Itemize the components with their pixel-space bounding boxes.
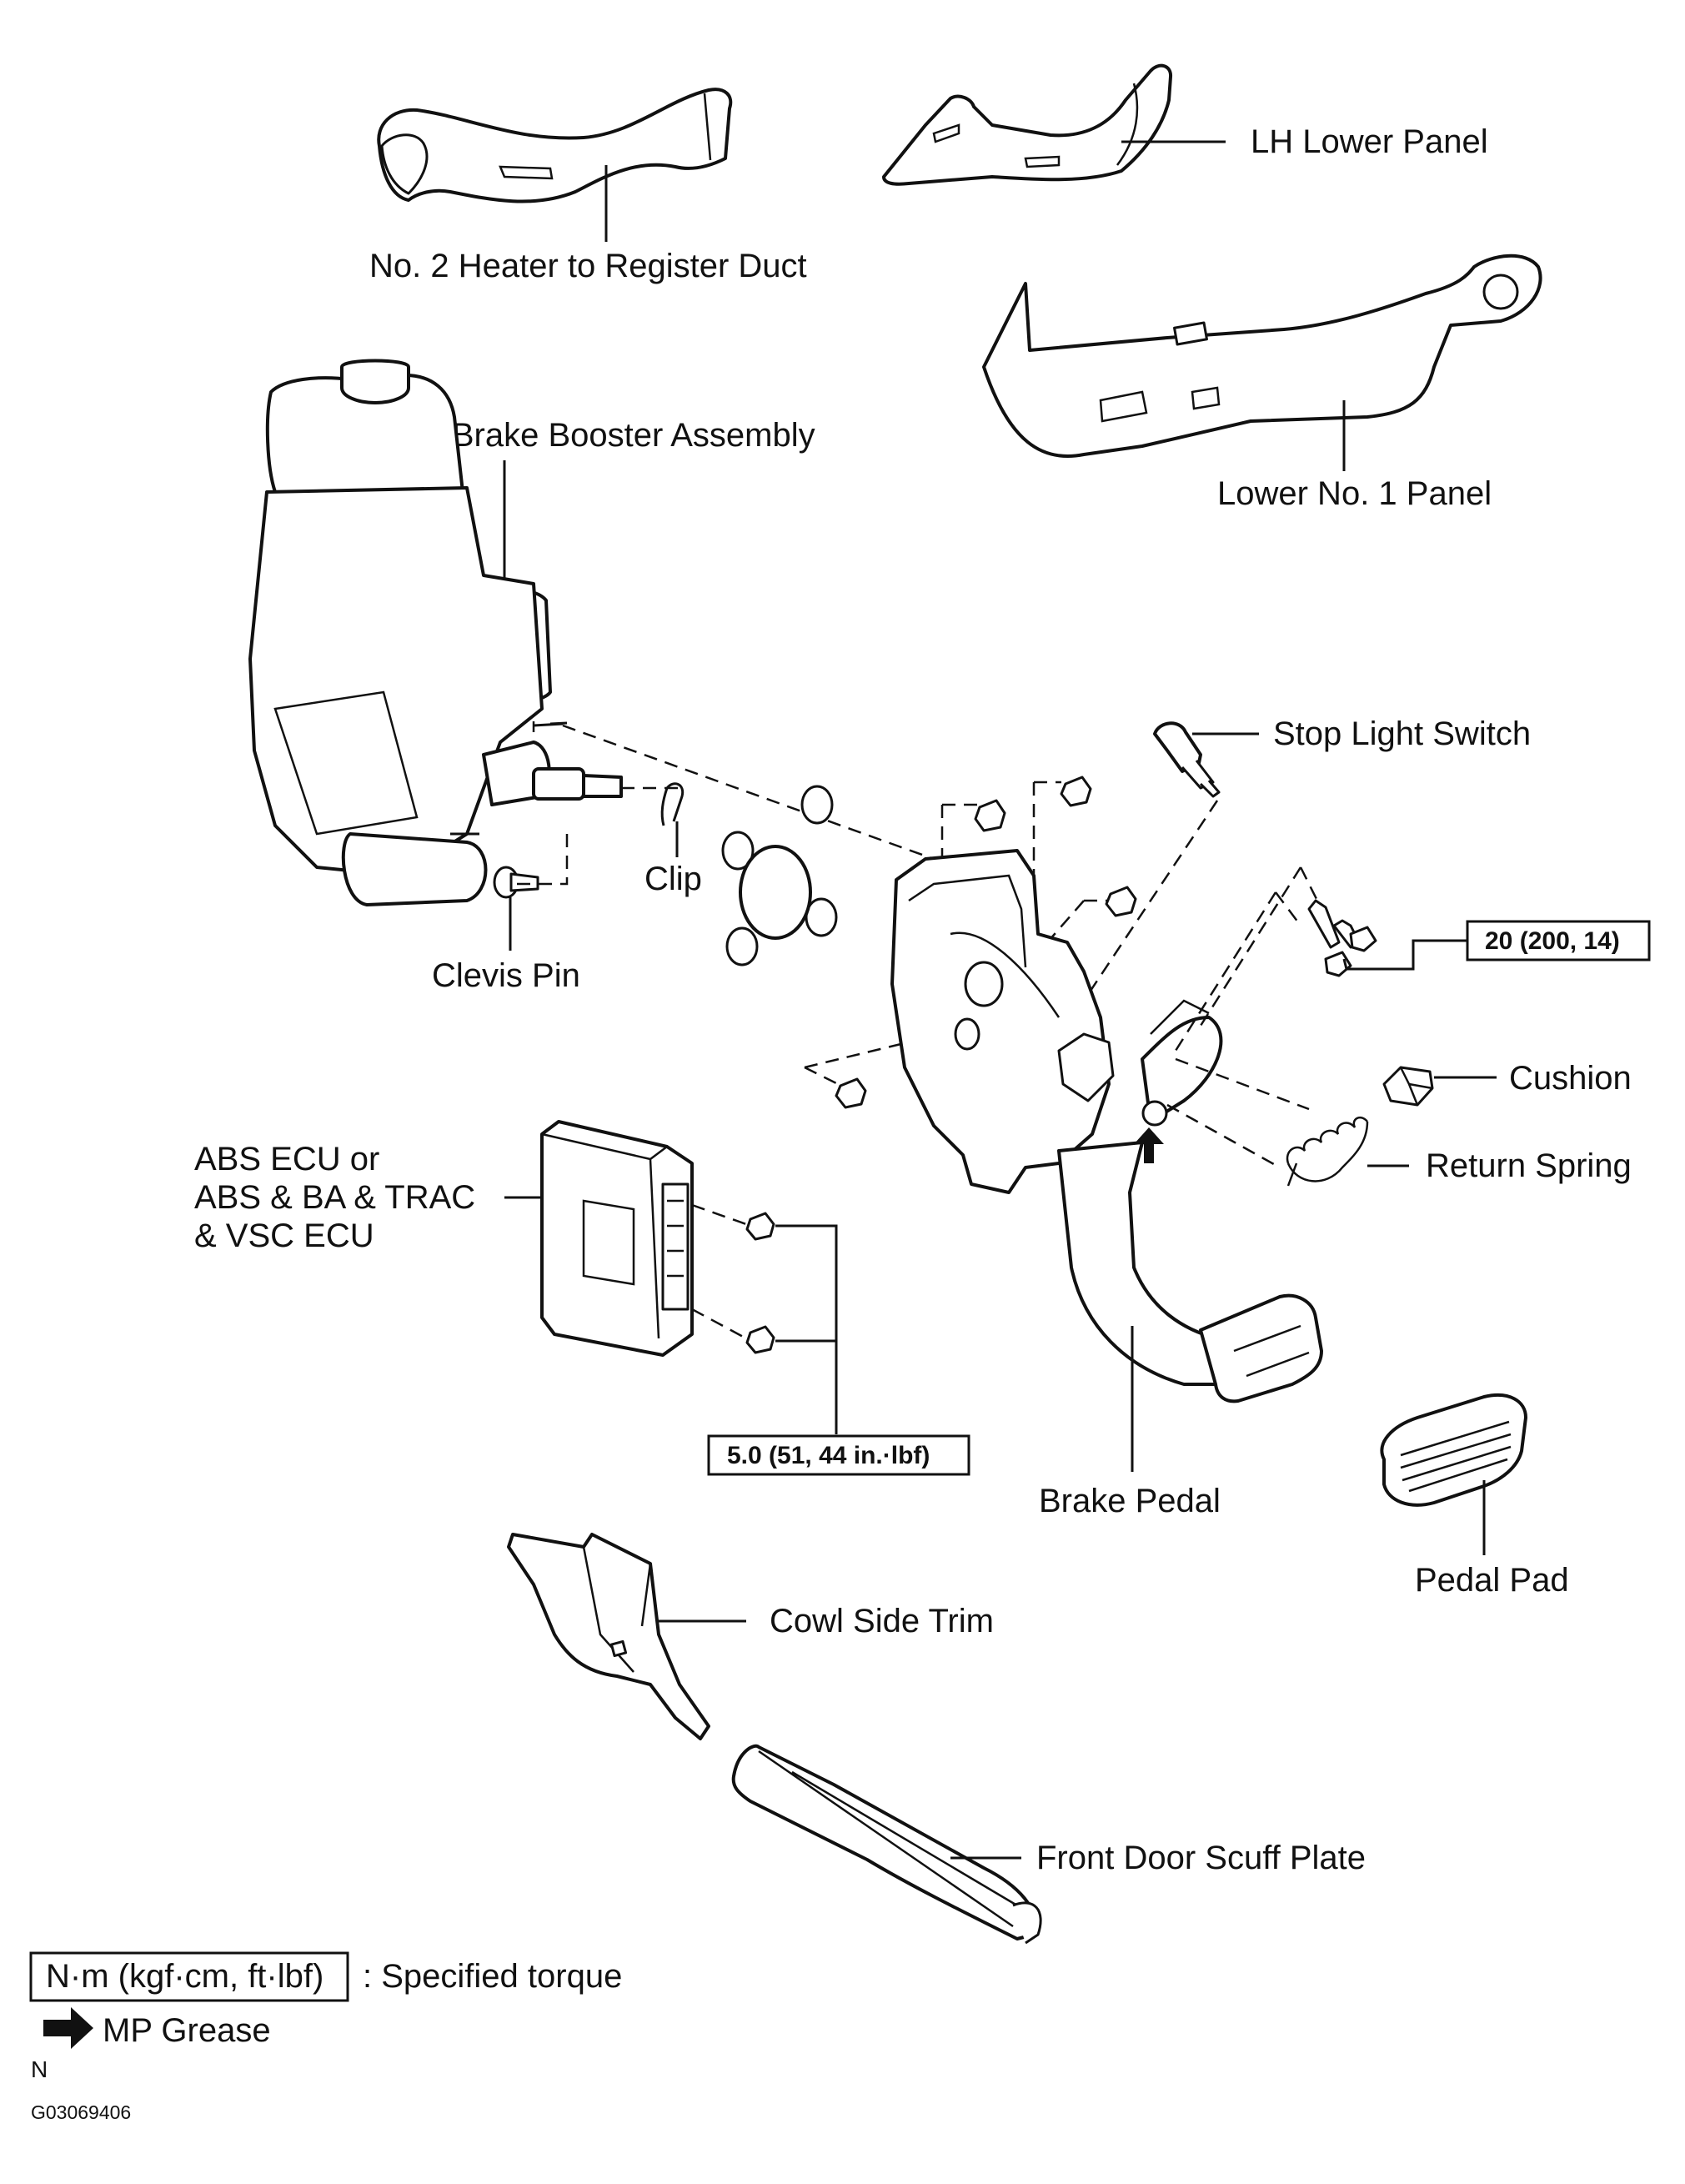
return-spring-part [1286, 1116, 1369, 1187]
scuff-plate-label: Front Door Scuff Plate [1036, 1840, 1366, 1876]
pedal-bracket-part [890, 849, 1115, 1194]
grease-arrow-icon [1134, 1127, 1164, 1163]
brake-pedal-part [1057, 999, 1323, 1403]
ecu-label-line1: ABS ECU or [194, 1141, 379, 1177]
pedal-bolt-torque-box [1466, 920, 1651, 961]
booster-part [248, 359, 623, 906]
lower-no1-panel-part [982, 254, 1542, 459]
clevis-pin-part [493, 866, 539, 899]
assembly-line [1199, 866, 1319, 1027]
clip-part [660, 782, 685, 826]
lower-no1-panel-label: Lower No. 1 Panel [1217, 475, 1492, 512]
heater-duct-part [377, 88, 733, 203]
assembly-line [1166, 1103, 1281, 1169]
scuff-plate-part [731, 1744, 1042, 1945]
cushion-label: Cushion [1509, 1060, 1632, 1097]
pedal-bolts-part [1307, 899, 1377, 977]
clip-label: Clip [644, 861, 702, 897]
abs-ecu-part [540, 1120, 694, 1357]
assembly-line [691, 1308, 747, 1340]
assembly-line [510, 834, 569, 886]
pedal-pad-label: Pedal Pad [1415, 1562, 1569, 1599]
pedal-bolt-torque-leader [1342, 939, 1467, 971]
assembly-line [1032, 781, 1061, 876]
brake-pedal-label: Brake Pedal [1039, 1483, 1221, 1519]
cowl-side-trim-part [507, 1533, 710, 1740]
lh-lower-panel-part [882, 63, 1172, 186]
assembly-line [1032, 800, 1219, 1077]
return-spring-label: Return Spring [1426, 1147, 1632, 1184]
ecu-label-line2: ABS & BA & TRAC [194, 1179, 475, 1216]
pedal-pad-part [1380, 1393, 1527, 1507]
legend-grease-arrow-icon [43, 2007, 93, 2049]
figure-code: G03069406 [31, 2101, 131, 2123]
stop-light-switch-label: Stop Light Switch [1273, 715, 1531, 752]
ecu-nuts [745, 1212, 775, 1354]
assembly-line [562, 724, 935, 861]
heater-duct-label: No. 2 Heater to Register Duct [369, 248, 807, 284]
legend-torque-box [29, 1951, 349, 2002]
lh-lower-panel-label: LH Lower Panel [1251, 123, 1488, 160]
pedal-bolt-torque-value: 20 (200, 14) [1485, 927, 1620, 955]
bracket-nuts [835, 776, 1137, 1109]
ecu-torque-box [707, 1434, 970, 1476]
gasket-rings [721, 785, 838, 966]
assembly-line [1175, 1057, 1310, 1111]
cushion-part [1382, 1066, 1434, 1107]
footer-mark: N [31, 2056, 48, 2082]
legend-grease-label: MP Grease [103, 2012, 271, 2049]
ecu-torque-leader [775, 1224, 838, 1434]
clevis-pin-label: Clevis Pin [432, 957, 580, 994]
ecu-torque-value: 5.0 (51, 44 in.·lbf) [727, 1442, 930, 1469]
stop-light-switch-part [1153, 721, 1221, 798]
legend-torque-unit: N·m (kgf·cm, ft·lbf) [46, 1958, 323, 1995]
assembly-line [1174, 891, 1301, 1052]
legend-torque-desc: : Specified torque [363, 1958, 622, 1995]
assembly-line [691, 1203, 747, 1226]
cowl-side-trim-label: Cowl Side Trim [770, 1603, 994, 1639]
ecu-label-line3: & VSC ECU [194, 1218, 374, 1254]
